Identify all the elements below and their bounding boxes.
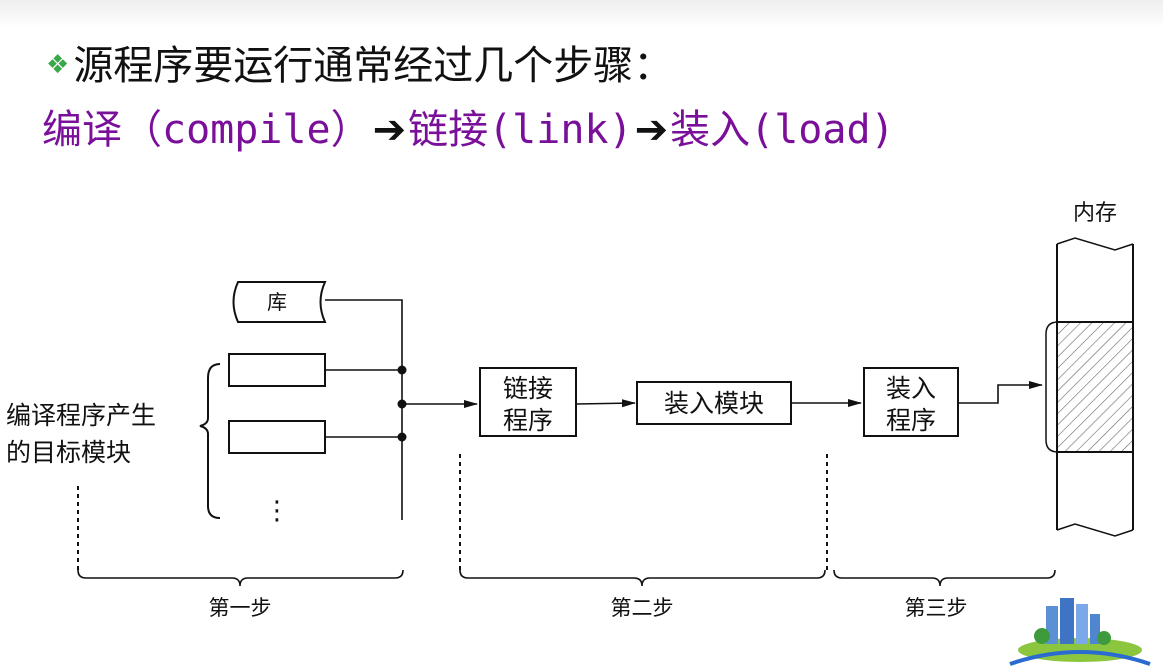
step3-brace xyxy=(833,569,1056,587)
left-label-line2: 的目标模块 xyxy=(6,438,131,467)
loader-box xyxy=(863,367,959,437)
arrow-icon: ➔ xyxy=(372,107,407,153)
loader-label-line2: 程序 xyxy=(886,406,936,435)
step2-brace xyxy=(459,569,826,587)
memory-top-edge xyxy=(1056,237,1134,251)
compile-label: 编译 xyxy=(42,107,122,153)
memory-region-bracket xyxy=(1045,321,1059,453)
object-module-box xyxy=(228,353,326,387)
junction-dot xyxy=(397,365,407,375)
slide-heading: ❖源程序要运行通常经过几个步骤： xyxy=(46,42,673,90)
arrow-to-memory xyxy=(958,381,1043,404)
link-english: (link) xyxy=(488,107,633,153)
step2-label: 第二步 xyxy=(611,596,674,620)
heading-text: 源程序要运行通常经过几个步骤： xyxy=(73,43,674,89)
left-label-line1: 编译程序产生 xyxy=(6,401,156,430)
step-separators xyxy=(77,454,828,570)
linker-label-line1: 链接 xyxy=(503,374,553,403)
load-label: 装入 xyxy=(670,107,751,153)
loader-label-line1: 装入 xyxy=(886,374,936,403)
slide-top-bar xyxy=(0,0,1163,28)
ellipsis: ⋮ xyxy=(264,496,290,526)
load-module-label: 装入模块 xyxy=(664,389,764,418)
linker-label-line2: 程序 xyxy=(503,406,553,435)
module-connectors xyxy=(325,299,403,520)
library-shape xyxy=(232,281,327,323)
link-label: 链接 xyxy=(408,107,489,153)
step1-label: 第一步 xyxy=(209,596,272,620)
city-skyline-logo xyxy=(1009,598,1151,666)
memory-label: 内存 xyxy=(1073,201,1117,226)
arrow-to-load-module xyxy=(575,399,636,408)
module-group-brace xyxy=(199,363,221,519)
compile-english: （compile） xyxy=(122,107,371,153)
linker-box xyxy=(479,367,577,437)
arrow-icon: ➔ xyxy=(634,107,669,153)
load-english: (load) xyxy=(750,107,895,153)
library-label: 库 xyxy=(267,290,287,314)
object-module-box xyxy=(228,420,326,454)
junction-dot xyxy=(397,432,407,442)
step3-label: 第三步 xyxy=(905,596,968,620)
diamond-bullet-icon: ❖ xyxy=(46,50,70,80)
memory-bottom-edge xyxy=(1056,523,1134,537)
step1-brace xyxy=(77,569,404,587)
steps-line: 编译（compile）➔链接(link)➔装入(load) xyxy=(42,106,895,154)
loaded-program-region xyxy=(1056,321,1134,453)
